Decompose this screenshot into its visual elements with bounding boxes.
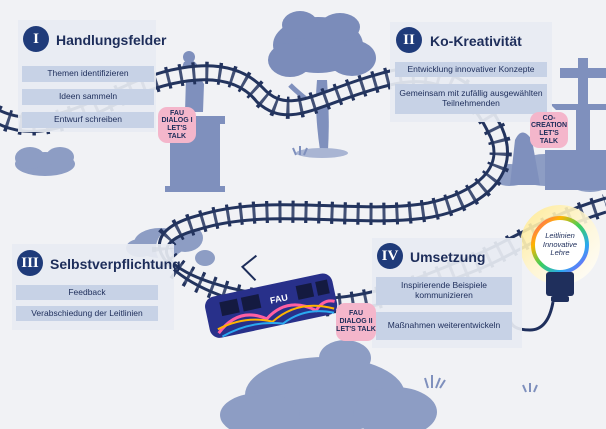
phase-1-item: Themen identifizieren [22, 66, 154, 82]
phase-2-number: II [396, 27, 422, 53]
phase-4-title: Umsetzung [410, 249, 486, 265]
co-creation-bubble: CO-CREATION LET'S TALK [530, 112, 568, 148]
lightbulb [508, 205, 600, 332]
fountain [510, 58, 606, 190]
phase-1-number: I [23, 26, 49, 52]
bulb-label: Leitlinien Innovative Lehre [542, 231, 578, 258]
tree [268, 11, 376, 158]
phase-2-item: Gemeinsam mit zufällig ausgewählten Teil… [395, 84, 547, 114]
phase-3-item: Feedback [16, 285, 158, 300]
phase-4-item: Maßnahmen weiterentwickeln [376, 312, 512, 340]
phase-1-item: Ideen sammeln [22, 89, 154, 105]
phase-1-title: Handlungsfelder [56, 32, 167, 48]
fau-dialog-2-bubble: FAU DIALOG II LET'S TALK [336, 303, 376, 341]
phase-3-item: Verabschiedung der Leitlinien [16, 306, 158, 321]
phase-3-number: III [17, 250, 43, 276]
phase-1-item: Entwurf schreiben [22, 112, 154, 128]
train: FAU [205, 254, 338, 338]
phase-2-item: Entwicklung innovativer Konzepte [395, 62, 547, 77]
phase-4-number: IV [377, 243, 403, 269]
phase-3-title: Selbstverpflichtung [50, 256, 181, 272]
fau-dialog-1-bubble: FAU DIALOG I LET'S TALK [158, 107, 196, 143]
phase-4-item: Inspirierende Beispiele kommunizieren [376, 277, 512, 305]
plants [292, 146, 538, 393]
train-label: FAU [269, 292, 289, 306]
phase-2-title: Ko-Kreativität [430, 33, 522, 49]
